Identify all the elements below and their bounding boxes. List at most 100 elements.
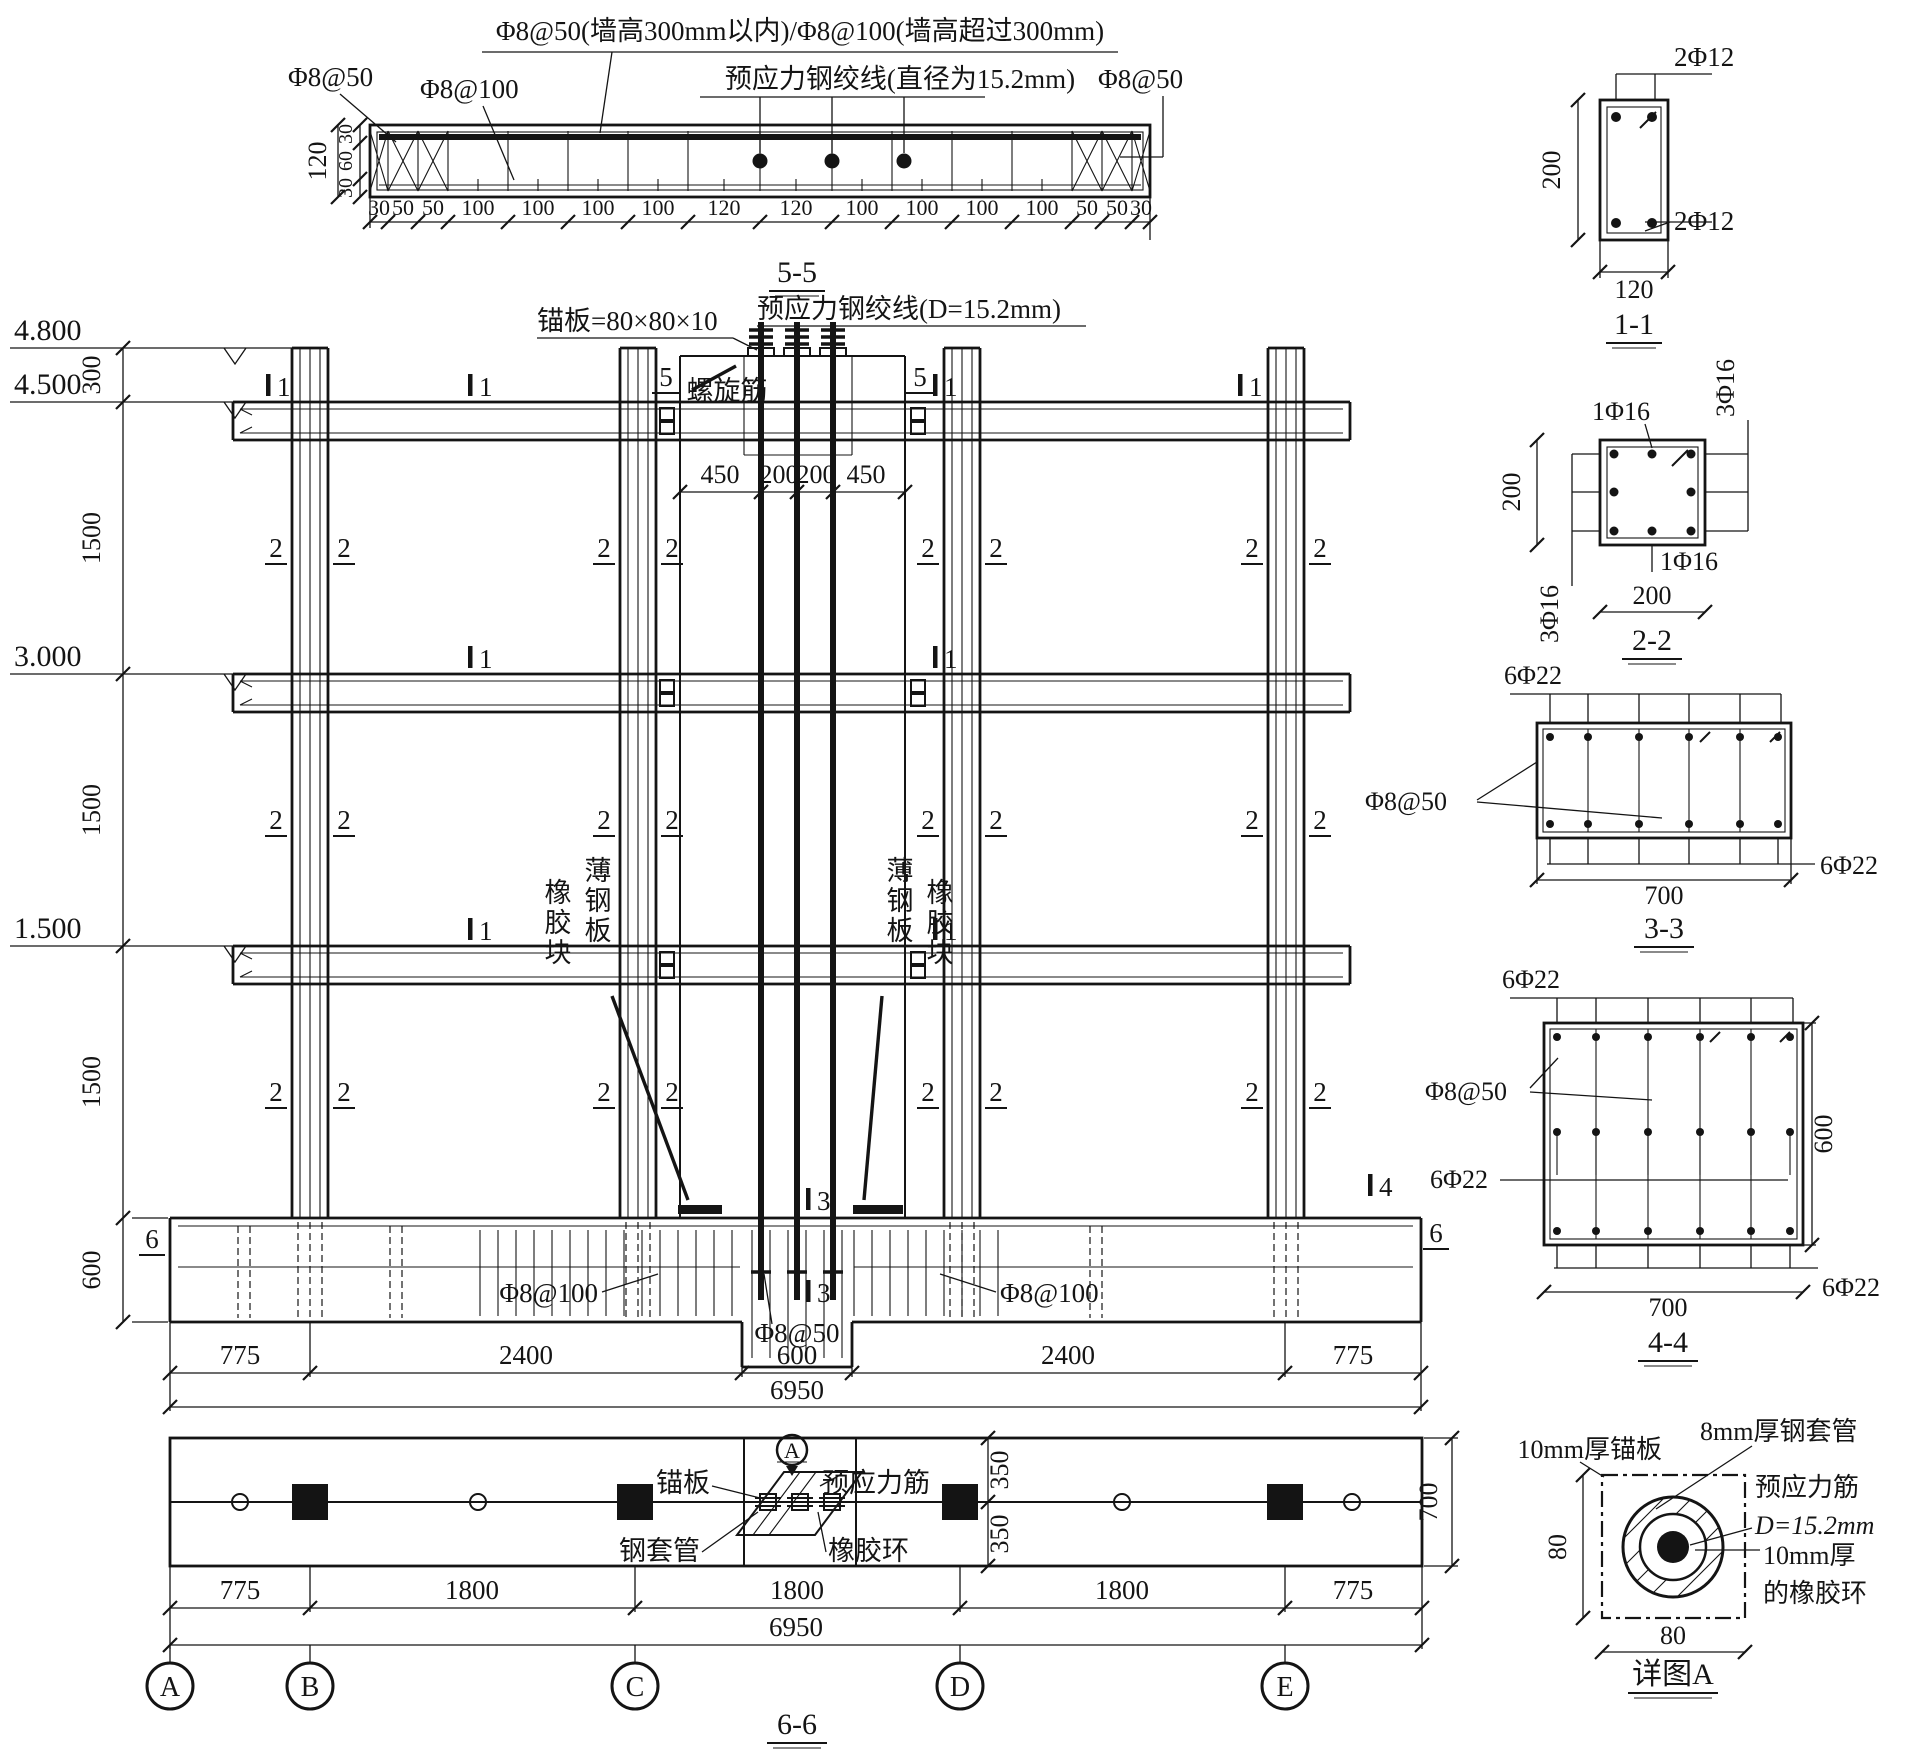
axis-bubbles: A B C D E <box>145 1645 1310 1711</box>
dim-cell-12: 100 <box>1026 195 1059 220</box>
marker-2: 2 <box>1245 805 1259 835</box>
plan-dim-1800a: 1800 <box>445 1575 499 1605</box>
thin-plate-right: 薄钢板 <box>887 856 914 946</box>
axis-D: D <box>950 1672 970 1703</box>
marker-1: 1 <box>944 916 958 946</box>
rubber-ring-label-1: 10mm厚 <box>1763 1541 1855 1570</box>
phi8-50-right-label: Φ8@50 <box>1098 64 1183 94</box>
dim-80-v: 80 <box>1543 1534 1572 1560</box>
marker-2: 2 <box>337 1077 351 1107</box>
marker-2: 2 <box>921 805 935 835</box>
dim-cell-2: 50 <box>422 195 444 220</box>
marker-4: 4 <box>1379 1172 1393 1202</box>
dim-200-22-v: 200 <box>1497 473 1526 512</box>
marker-1: 1 <box>944 644 958 674</box>
frame-columns <box>290 346 1306 1218</box>
dim-120-11: 120 <box>1615 275 1654 304</box>
plan-view: A 锚板 钢套管 预应力筋 橡胶环 350 350 700 775 1800 1… <box>145 1429 1461 1749</box>
elev-dim-775l: 775 <box>220 1340 261 1370</box>
dim-cell-10: 100 <box>906 195 939 220</box>
elevation-dims: 775 2400 600 2400 775 6950 <box>161 1322 1430 1416</box>
dim-120: 120 <box>303 142 332 181</box>
section-3-3: 6Φ22 6Φ22 Φ8@50 700 3-3 <box>1365 661 1878 953</box>
section-1-1: 2Φ12 2Φ12 200 120 1-1 <box>1537 42 1734 349</box>
dim-cell-8: 120 <box>780 195 813 220</box>
dim-cell-3: 100 <box>462 195 495 220</box>
stirrup-phi8-50-44: Φ8@50 <box>1425 1077 1507 1106</box>
marker-2: 2 <box>597 533 611 563</box>
dim-200-11: 200 <box>1537 151 1566 190</box>
marker-2: 2 <box>1313 1077 1327 1107</box>
spiral-rebar-label: 螺旋筋 <box>687 376 768 406</box>
dim-30-top: 30 <box>335 124 357 144</box>
axis-C: C <box>626 1672 645 1703</box>
dim-700-44: 700 <box>1649 1293 1688 1322</box>
plan-rubber-ring-label: 橡胶环 <box>828 1536 909 1566</box>
rubber-block-left: 橡胶块 <box>545 878 572 968</box>
bars-6phi22-bottom-33: 6Φ22 <box>1820 851 1878 880</box>
section-5-5: 120 30 60 30 30 50 50 100 100 100 100 12… <box>288 16 1183 297</box>
prestressed-wall <box>679 322 906 1300</box>
marker-2: 2 <box>597 1077 611 1107</box>
wall-stirrup-note: Φ8@50(墙高300mm以内)/Φ8@100(墙高超过300mm) <box>496 16 1104 46</box>
marker-1-set: 1 1 1 1 1 1 1 1 <box>266 372 1263 946</box>
dim-60: 60 <box>335 151 357 171</box>
axis-A: A <box>160 1672 181 1703</box>
section-5-5-title: 5-5 <box>777 256 817 289</box>
wall-dim-200r: 200 <box>797 460 836 489</box>
marker-2: 2 <box>989 805 1003 835</box>
dim-cell-1: 50 <box>392 195 414 220</box>
level-4800: 4.800 <box>14 314 82 347</box>
detail-A: 10mm厚锚板 8mm厚钢套管 预应力筋 D=15.2mm 10mm厚 的橡胶环… <box>1518 1417 1874 1699</box>
marker-1: 1 <box>1249 372 1263 402</box>
phi8-100-right: Φ8@100 <box>1000 1278 1099 1308</box>
plan-dim-1800c: 1800 <box>1095 1575 1149 1605</box>
dim-cell-9: 100 <box>846 195 879 220</box>
dim-cell-13: 50 <box>1076 195 1098 220</box>
bar-1phi16-bottom: 1Φ16 <box>1660 547 1718 576</box>
marker-2: 2 <box>337 805 351 835</box>
phi8-100-label: Φ8@100 <box>420 74 519 104</box>
marker-3-upper: 3 <box>817 1186 831 1216</box>
level-4500: 4.500 <box>14 368 82 401</box>
section-3-3-title: 3-3 <box>1644 912 1684 945</box>
plan-title: 6-6 <box>777 1708 817 1741</box>
dim-300: 300 <box>77 356 106 395</box>
dim-200-22-h: 200 <box>1633 581 1672 610</box>
plan-dim-700: 700 <box>1414 1483 1443 1522</box>
dim-30-bottom: 30 <box>335 178 357 198</box>
marker-1: 1 <box>277 372 291 402</box>
marker-1: 1 <box>479 644 493 674</box>
dim-700-33: 700 <box>1645 881 1684 910</box>
marker-2: 2 <box>665 533 679 563</box>
plan-dim-350-bottom: 350 <box>985 1515 1014 1554</box>
section-2-2-title: 2-2 <box>1632 624 1672 657</box>
plan-dim-350-top: 350 <box>985 1451 1014 1490</box>
marker-2: 2 <box>1245 1077 1259 1107</box>
tendon-diameter-label: D=15.2mm <box>1754 1511 1874 1540</box>
marker-2-set: 2 2 2 2 2 2 2 2 2 2 2 2 2 2 2 2 2 2 2 2 … <box>265 533 1331 1109</box>
phi8-50-left-label: Φ8@50 <box>288 62 373 92</box>
dim-cell-7: 120 <box>708 195 741 220</box>
frame-beams <box>231 400 1352 986</box>
marker-2: 2 <box>597 805 611 835</box>
marker-2: 2 <box>1245 533 1259 563</box>
marker-6-left: 6 <box>145 1224 159 1254</box>
detail-A-title: 详图A <box>1632 1658 1714 1691</box>
bars-6phi22-mid-44: 6Φ22 <box>1430 1165 1488 1194</box>
dim-80-h: 80 <box>1660 1621 1686 1650</box>
wall-dim-450l: 450 <box>701 460 740 489</box>
elev-dim-775r: 775 <box>1333 1340 1374 1370</box>
elevation-view: 4.800 4.500 3.000 1.500 300 1500 1500 15… <box>10 294 1449 1416</box>
section-2-2: 3Φ16 3Φ16 1Φ16 1Φ16 200 200 2-2 <box>1497 359 1749 665</box>
marker-2: 2 <box>269 1077 283 1107</box>
dim-cell-15: 30 <box>1130 195 1152 220</box>
elev-dim-2400r: 2400 <box>1041 1340 1095 1370</box>
strand-note-elev: 预应力钢绞线(D=15.2mm) <box>757 294 1061 324</box>
marker-3-lower: 3 <box>817 1278 831 1308</box>
marker-5-right: 5 <box>913 362 927 392</box>
elev-dim-600: 600 <box>777 1340 818 1370</box>
steel-sleeve-label: 8mm厚钢套管 <box>1700 1417 1857 1446</box>
